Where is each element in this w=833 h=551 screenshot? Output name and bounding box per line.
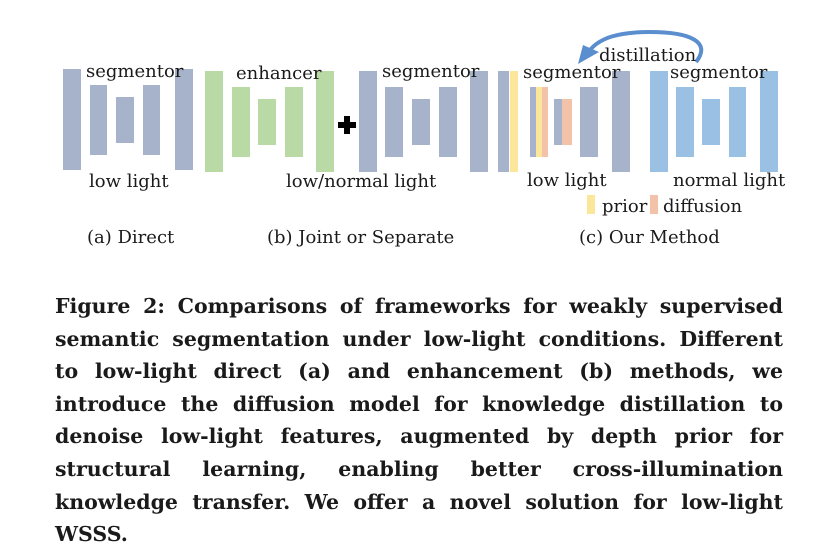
panel-b-segmentor-network [359, 71, 488, 172]
segmentor-label: segmentor [523, 62, 621, 83]
encoder-block [498, 71, 509, 172]
decoder-block [470, 71, 488, 172]
encoder-block [676, 87, 694, 157]
diffusion-block [542, 87, 548, 157]
framework-figure: segmentor low light (a) Direct enhancer … [0, 0, 833, 260]
prior-block [510, 71, 518, 172]
framework-diagram [63, 29, 778, 214]
enhancer-block [232, 87, 250, 157]
decoder-block [760, 71, 778, 172]
panel-c-student-network [650, 71, 778, 172]
bottleneck-block [116, 97, 134, 143]
panel-a-segmentor-network [63, 69, 193, 170]
legend-prior-swatch [587, 195, 595, 214]
decoder-block [175, 69, 193, 170]
decoder-block [729, 87, 746, 157]
input-label-low: low light [527, 170, 607, 191]
distillation-arrow-icon [578, 29, 704, 64]
subfigure-caption-a: (a) Direct [87, 227, 175, 248]
decoder-block [143, 85, 160, 155]
enhancer-block [258, 99, 276, 145]
distillation-label: distillation [599, 45, 697, 66]
segmentor-label: segmentor [670, 62, 768, 83]
encoder-block [90, 85, 107, 155]
encoder-block [650, 71, 668, 172]
legend-prior-label: prior [602, 196, 648, 217]
legend-diffusion-swatch [650, 195, 658, 214]
segmentor-label: segmentor [86, 61, 184, 82]
enhancer-block [316, 71, 334, 172]
subfigure-caption-c: (c) Our Method [579, 227, 720, 248]
legend-diffusion-label: diffusion [663, 196, 743, 217]
panel-b-enhancer-network [205, 71, 334, 172]
bottleneck-block [554, 99, 562, 145]
prior-block [536, 87, 542, 157]
segmentor-label: segmentor [382, 61, 480, 82]
bottleneck-block [702, 99, 720, 145]
subfigure-caption-b: (b) Joint or Separate [267, 227, 455, 248]
decoder-block [612, 71, 630, 172]
encoder-block [385, 87, 403, 157]
bottleneck-block [412, 99, 430, 145]
input-label: low/normal light [286, 171, 437, 192]
enhancer-block [285, 87, 303, 157]
plus-icon [338, 116, 356, 134]
encoder-block [359, 71, 377, 172]
panel-c-teacher-network [498, 71, 630, 172]
input-label-normal: normal light [673, 170, 786, 191]
decoder-block [439, 87, 457, 157]
encoder-block [530, 87, 536, 157]
enhancer-block [205, 71, 223, 172]
encoder-block [63, 69, 81, 170]
decoder-block [580, 87, 598, 157]
diffusion-block [562, 99, 572, 145]
enhancer-label: enhancer [236, 63, 322, 84]
input-label: low light [89, 171, 169, 192]
figure-caption: Figure 2: Comparisons of frameworks for … [55, 294, 783, 547]
